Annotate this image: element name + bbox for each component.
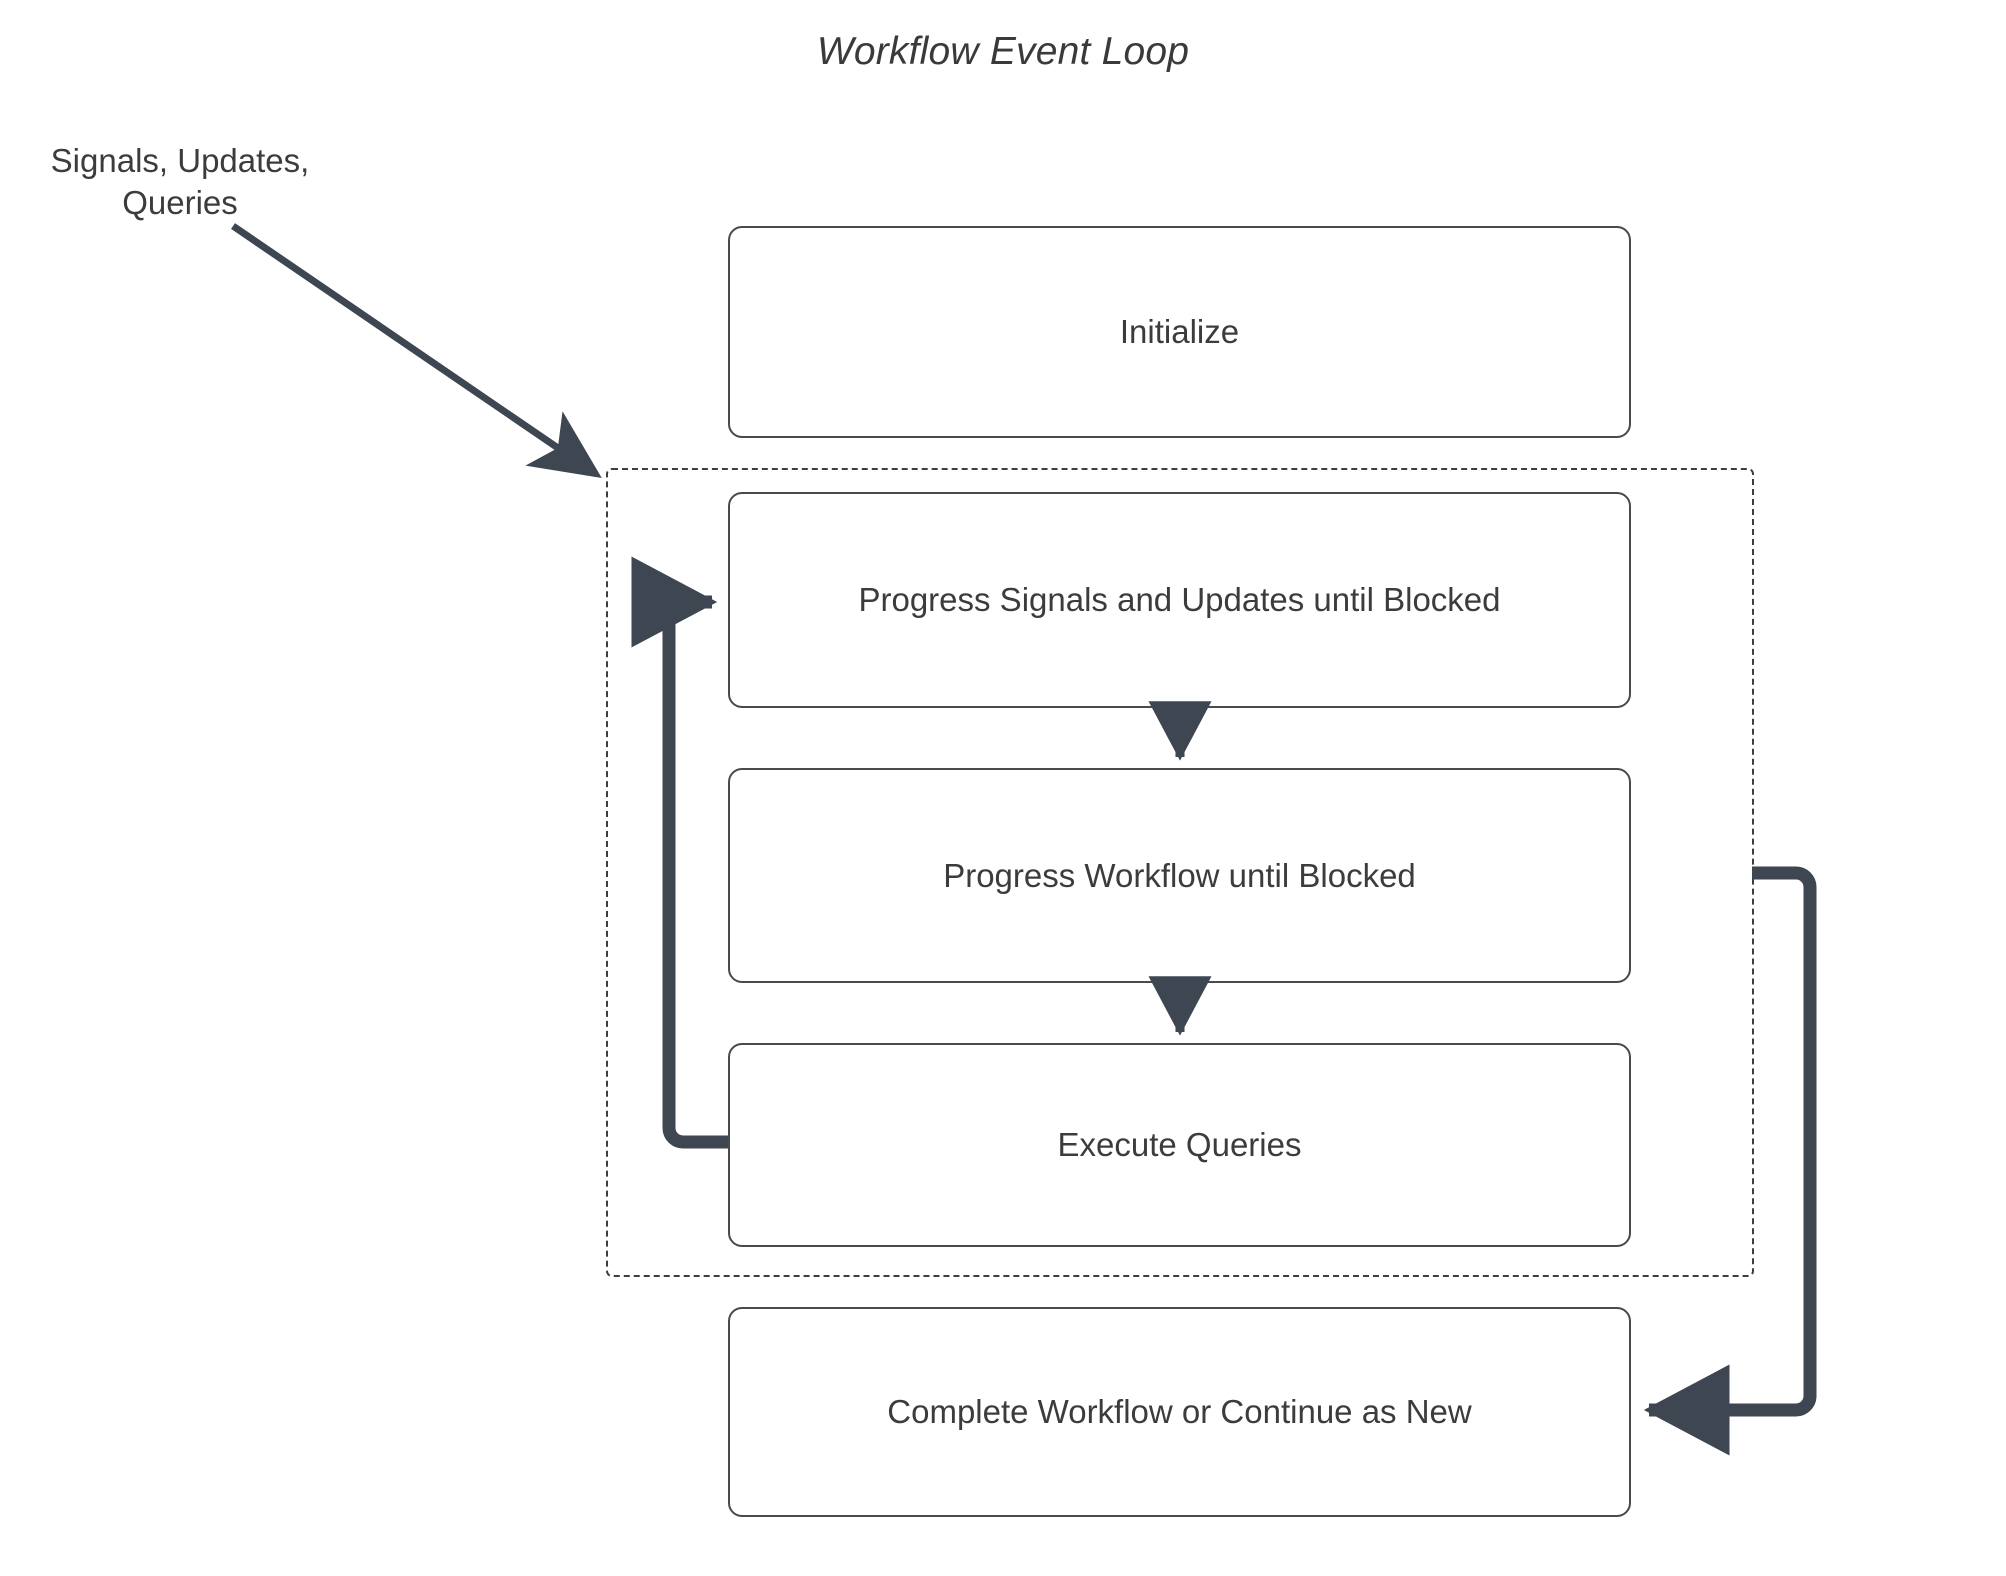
node-progress-workflow-label: Progress Workflow until Blocked <box>943 856 1416 894</box>
edge-external-input <box>231 223 602 478</box>
node-progress-signals[interactable]: Progress Signals and Updates until Block… <box>728 492 1631 708</box>
node-initialize[interactable]: Initialize <box>728 226 1631 438</box>
page-title: Workflow Event Loop <box>816 30 1190 73</box>
node-execute-queries-label: Execute Queries <box>1057 1126 1302 1164</box>
node-complete-workflow-label: Complete Workflow or Continue as New <box>887 1393 1472 1431</box>
node-progress-signals-label: Progress Signals and Updates until Block… <box>858 581 1501 619</box>
node-progress-workflow[interactable]: Progress Workflow until Blocked <box>728 768 1631 983</box>
node-initialize-label: Initialize <box>1119 313 1240 351</box>
external-input-label: Signals, Updates, Queries <box>50 142 310 221</box>
node-execute-queries[interactable]: Execute Queries <box>728 1043 1631 1247</box>
node-complete-workflow[interactable]: Complete Workflow or Continue as New <box>728 1307 1631 1517</box>
